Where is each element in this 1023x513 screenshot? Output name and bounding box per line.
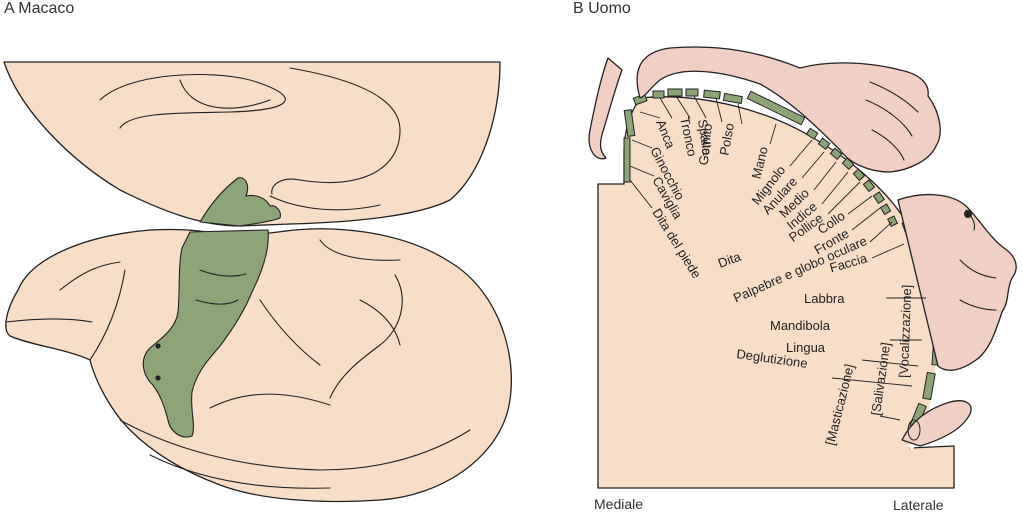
homunculus-foot xyxy=(588,57,623,160)
label-gomito: Gomito xyxy=(696,123,715,166)
monkey-frontal-lobe xyxy=(3,61,501,227)
homunculus-face xyxy=(897,193,1017,371)
panel-b-title: B Uomo xyxy=(573,0,631,17)
monkey-homunculus-hand xyxy=(199,177,281,227)
monkey-brain xyxy=(3,61,512,503)
panel-a-title: A Macaco xyxy=(4,0,75,17)
axis-medial-label: Mediale xyxy=(594,496,644,512)
homunculus-eye xyxy=(964,210,972,218)
label-polso: Polso xyxy=(717,122,737,157)
label-spalla: Spalla xyxy=(695,118,715,157)
monkey-homunculus-body xyxy=(142,229,269,438)
axis-lateral-label: Laterale xyxy=(893,497,944,513)
label-lingua: Lingua xyxy=(786,340,826,355)
human-homunculus: Anca Ginocchio Caviglia Dita del piede T… xyxy=(588,46,1017,489)
monkey-homunculus-eye xyxy=(155,343,161,349)
label-vocalizzazione: [Vocalizzazione] xyxy=(896,284,914,378)
label-mandibola: Mandibola xyxy=(770,318,831,333)
homunculus-leg xyxy=(636,46,941,173)
label-labbra: Labbra xyxy=(804,291,845,306)
label-leaders xyxy=(629,95,926,421)
monkey-homunculus-eye-2 xyxy=(155,375,161,381)
